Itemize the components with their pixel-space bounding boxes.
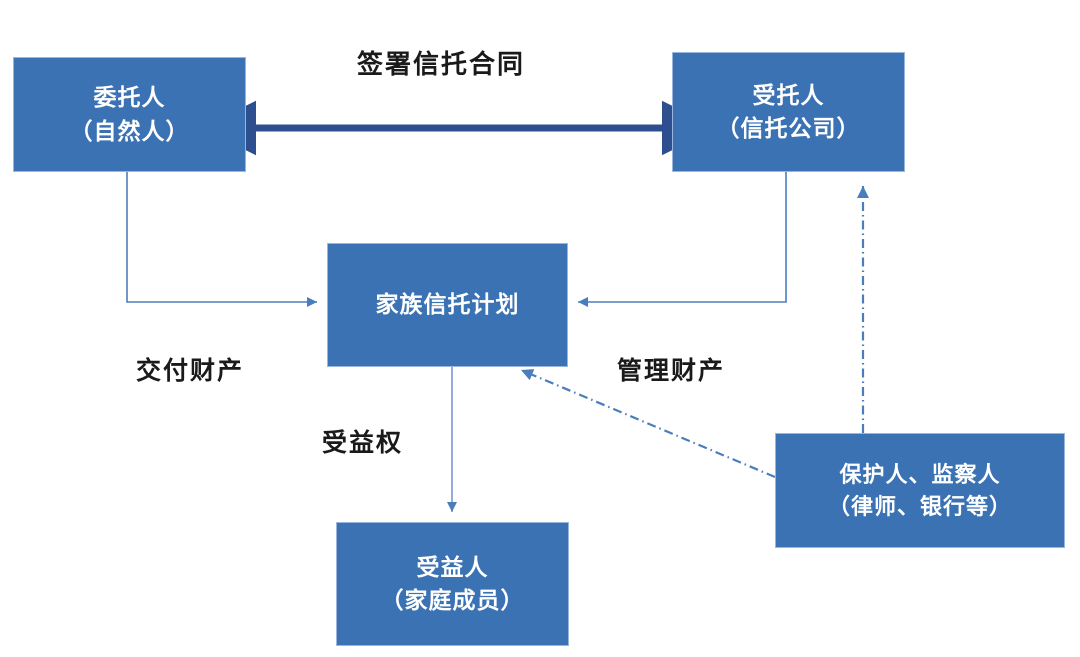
edge-label-deliver-property: 交付财产 <box>136 357 245 385</box>
node-protector-line2: （律师、银行等） <box>827 493 1012 519</box>
node-protector[interactable]: 保护人、监察人 （律师、银行等） <box>775 433 1065 548</box>
node-protector-line1: 保护人、监察人 <box>839 461 1001 487</box>
node-settlor-line1: 委托人 <box>93 84 166 111</box>
edge-label-manage-property: 管理财产 <box>617 357 726 385</box>
connector-deliver-property <box>126 172 317 307</box>
edge-label-beneficial-right: 受益权 <box>322 429 404 457</box>
edge-label-sign-contract: 签署信托合同 <box>357 49 526 79</box>
connector-protector-supervises-plan <box>520 368 776 479</box>
node-family-trust-plan-line1: 家族信托计划 <box>375 291 520 318</box>
node-settlor-line2: （自然人） <box>69 117 190 144</box>
node-beneficiary-line1: 受益人 <box>416 553 489 580</box>
node-trustee[interactable]: 受托人 （信托公司） <box>672 52 905 172</box>
node-beneficiary-line2: （家庭成员） <box>380 587 525 613</box>
node-trustee-line2: （信托公司） <box>716 115 861 141</box>
node-trustee-line1: 受托人 <box>752 81 825 108</box>
node-family-trust-plan[interactable]: 家族信托计划 <box>327 243 568 367</box>
node-beneficiary[interactable]: 受益人 （家庭成员） <box>336 522 569 646</box>
node-settlor[interactable]: 委托人 （自然人） <box>13 57 246 172</box>
connector-manage-property <box>578 172 787 307</box>
